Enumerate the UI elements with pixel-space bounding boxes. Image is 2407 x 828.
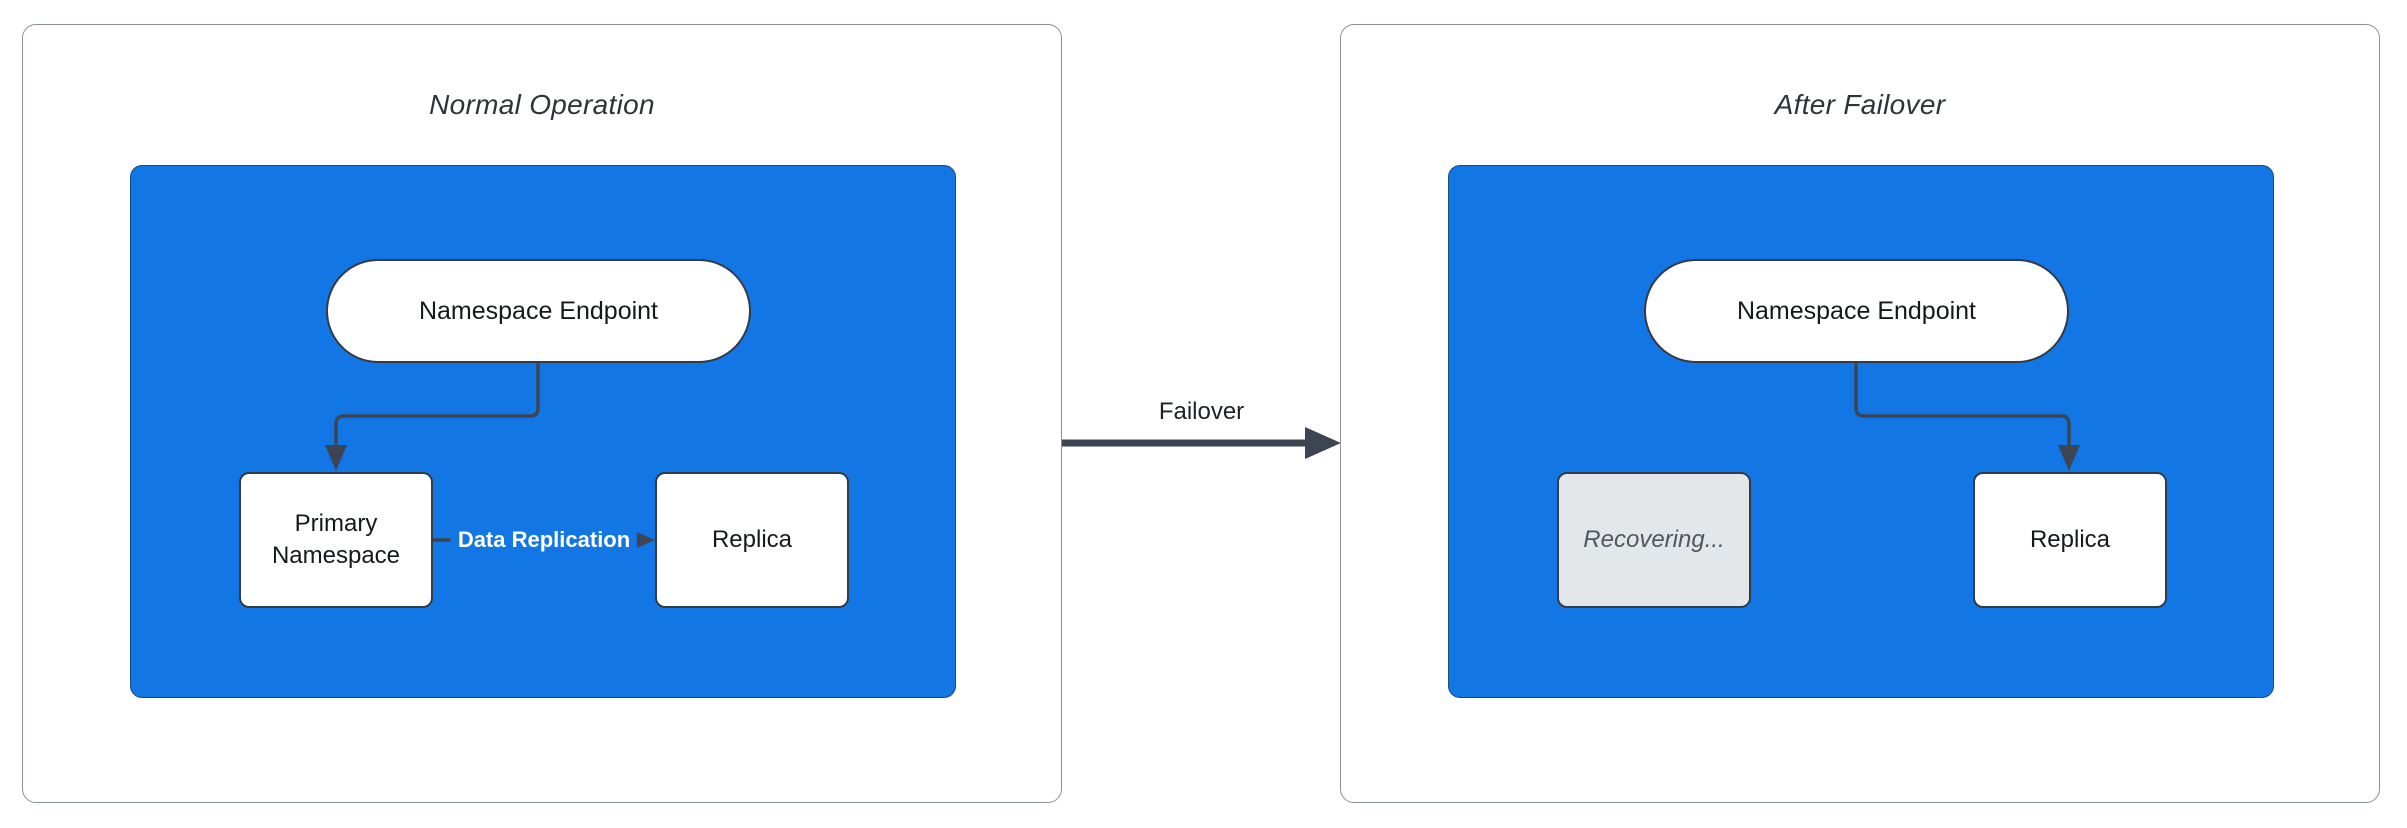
panel-normal-operation: Normal Operation Namespace Endpoint Prim… (22, 24, 1062, 803)
namespace-endpoint-label: Namespace Endpoint (418, 296, 659, 325)
cluster-container: Namespace Endpoint Recovering... Replica (1448, 165, 2274, 698)
connector-layer (1854, 360, 2080, 471)
namespace-endpoint-node: Namespace Endpoint (326, 259, 751, 363)
namespace-endpoint-label: Namespace Endpoint (1736, 296, 1977, 325)
arrowhead-icon (325, 445, 347, 471)
connector-layer (325, 360, 655, 550)
replica-label: Replica (711, 525, 793, 553)
replica-label: Replica (2029, 525, 2111, 553)
panel-title: Normal Operation (429, 89, 655, 120)
primary-namespace-label: Primary Namespace (271, 509, 401, 569)
data-replication-label: Data Replication (450, 525, 638, 555)
replica-node: Replica (655, 472, 849, 608)
recovering-label: Recovering... (1583, 525, 1725, 553)
endpoint-to-replica-connector (1854, 360, 2071, 449)
endpoint-to-primary-connector (334, 360, 540, 449)
replica-node: Replica (1973, 472, 2167, 608)
cluster-container: Namespace Endpoint Primary Namespace Rep… (130, 165, 956, 698)
panel-after-failover: After Failover Namespace Endpoint Recove… (1340, 24, 2380, 803)
recovering-node: Recovering... (1557, 472, 1751, 608)
failover-label: Failover (1158, 398, 1245, 425)
arrowhead-icon (1305, 427, 1341, 459)
primary-namespace-node: Primary Namespace (239, 472, 433, 608)
panel-title: After Failover (1774, 89, 1946, 120)
arrowhead-icon (2058, 445, 2080, 471)
namespace-endpoint-node: Namespace Endpoint (1644, 259, 2069, 363)
